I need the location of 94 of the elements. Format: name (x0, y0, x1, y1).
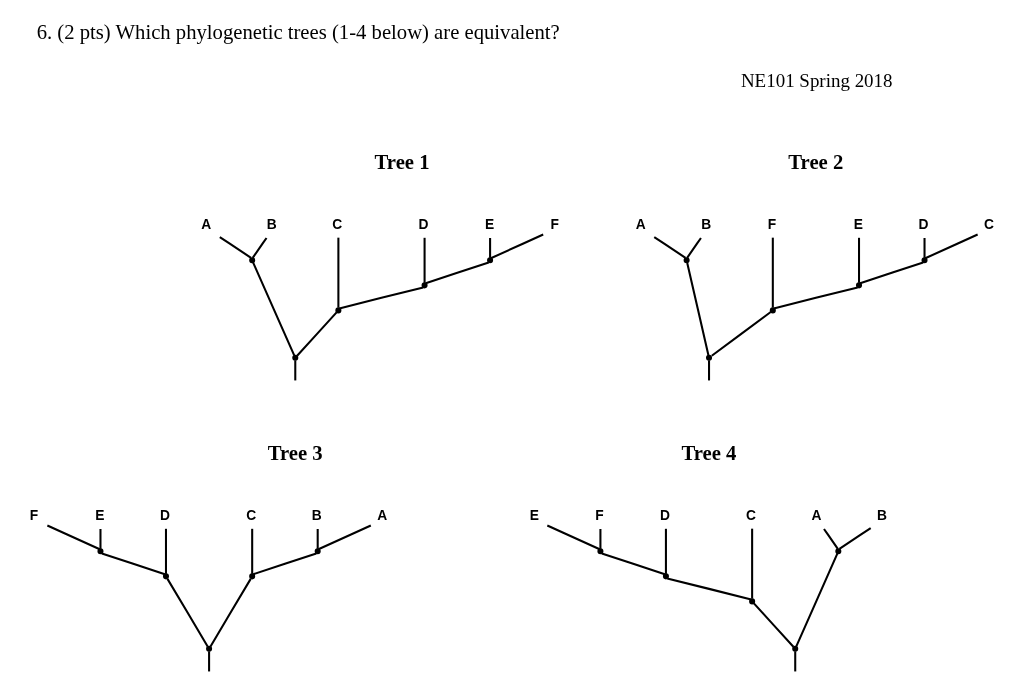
node-text: D (917, 216, 928, 232)
label: NE101 Spring 2018 (740, 70, 893, 92)
connector (293, 360, 296, 381)
connector (685, 262, 709, 356)
connector (164, 528, 167, 574)
connector (685, 237, 702, 259)
connector (252, 552, 317, 576)
node-text: D (418, 216, 428, 232)
node-text: C (331, 216, 342, 232)
connector (707, 360, 710, 381)
node-text: F (29, 507, 38, 523)
connector (710, 311, 771, 357)
connector (336, 237, 339, 308)
node-point (834, 548, 841, 555)
connector (664, 528, 667, 574)
node-text: E (484, 216, 494, 232)
connector (338, 286, 423, 310)
node-point (248, 573, 255, 580)
node-text: D (659, 507, 670, 523)
connector (317, 524, 371, 551)
node-point (248, 257, 255, 264)
connector (251, 261, 295, 356)
node-point (748, 598, 755, 605)
node-text: B (311, 507, 322, 523)
node-text: E (529, 507, 539, 523)
connector (653, 236, 686, 259)
node-text: B (700, 216, 711, 232)
node-text: D (159, 507, 170, 523)
label: Tree 4 (680, 441, 736, 464)
node-text: C (745, 507, 756, 523)
node-point (769, 307, 776, 314)
label: Tree 3 (267, 441, 323, 464)
node-text: E (853, 216, 863, 232)
connector (98, 529, 101, 549)
node-point (791, 645, 798, 652)
connector (295, 311, 337, 357)
connector (923, 238, 926, 258)
node-text: B (266, 216, 277, 232)
label: Tree 1 (374, 150, 430, 173)
label: Tree 2 (787, 150, 843, 173)
connector (752, 602, 794, 648)
connector (488, 238, 491, 258)
node-text: C (983, 216, 994, 232)
node-point (314, 548, 321, 555)
node-text: F (549, 216, 559, 232)
node-text: F (594, 507, 604, 523)
connector (750, 528, 753, 599)
node-point (421, 282, 428, 289)
connector (251, 237, 267, 259)
connector (424, 261, 489, 285)
diagram-title: 6. (2 pts) Which phylogenetic trees (1-4 below) are equivalent? (36, 20, 560, 43)
node-text: A (635, 216, 646, 232)
node-point (662, 573, 669, 580)
connector (218, 236, 252, 259)
connector (250, 528, 253, 574)
connector (771, 237, 774, 308)
connector (546, 524, 600, 551)
node-text: B (876, 507, 887, 523)
connector (857, 237, 860, 283)
connector (209, 578, 252, 647)
node-text: C (245, 507, 256, 523)
connector (489, 233, 544, 260)
connector (859, 261, 923, 285)
node-point (596, 548, 603, 555)
node-point (855, 282, 862, 289)
connector (822, 528, 839, 550)
connector (423, 237, 426, 283)
connector (666, 577, 751, 601)
connector (838, 527, 871, 550)
node-point (683, 257, 690, 264)
node-point (291, 354, 298, 361)
node-text: E (94, 507, 105, 523)
node-text: F (767, 216, 776, 232)
node-point (486, 257, 493, 264)
connector (773, 286, 858, 310)
node-point (205, 645, 212, 652)
node-text: A (200, 216, 211, 232)
connector (600, 552, 665, 576)
connector (598, 529, 601, 549)
connector (207, 651, 210, 672)
node-text: A (811, 507, 822, 523)
connector (46, 524, 100, 551)
node-text: A (376, 507, 387, 523)
node-point (921, 257, 928, 264)
connector (166, 578, 209, 647)
connector (793, 651, 796, 672)
connector (924, 233, 978, 260)
connector (101, 552, 165, 576)
connector (316, 529, 319, 549)
connector (794, 552, 838, 647)
node-point (162, 573, 169, 580)
node-point (96, 548, 103, 555)
node-point (334, 307, 341, 314)
node-point (705, 354, 712, 361)
